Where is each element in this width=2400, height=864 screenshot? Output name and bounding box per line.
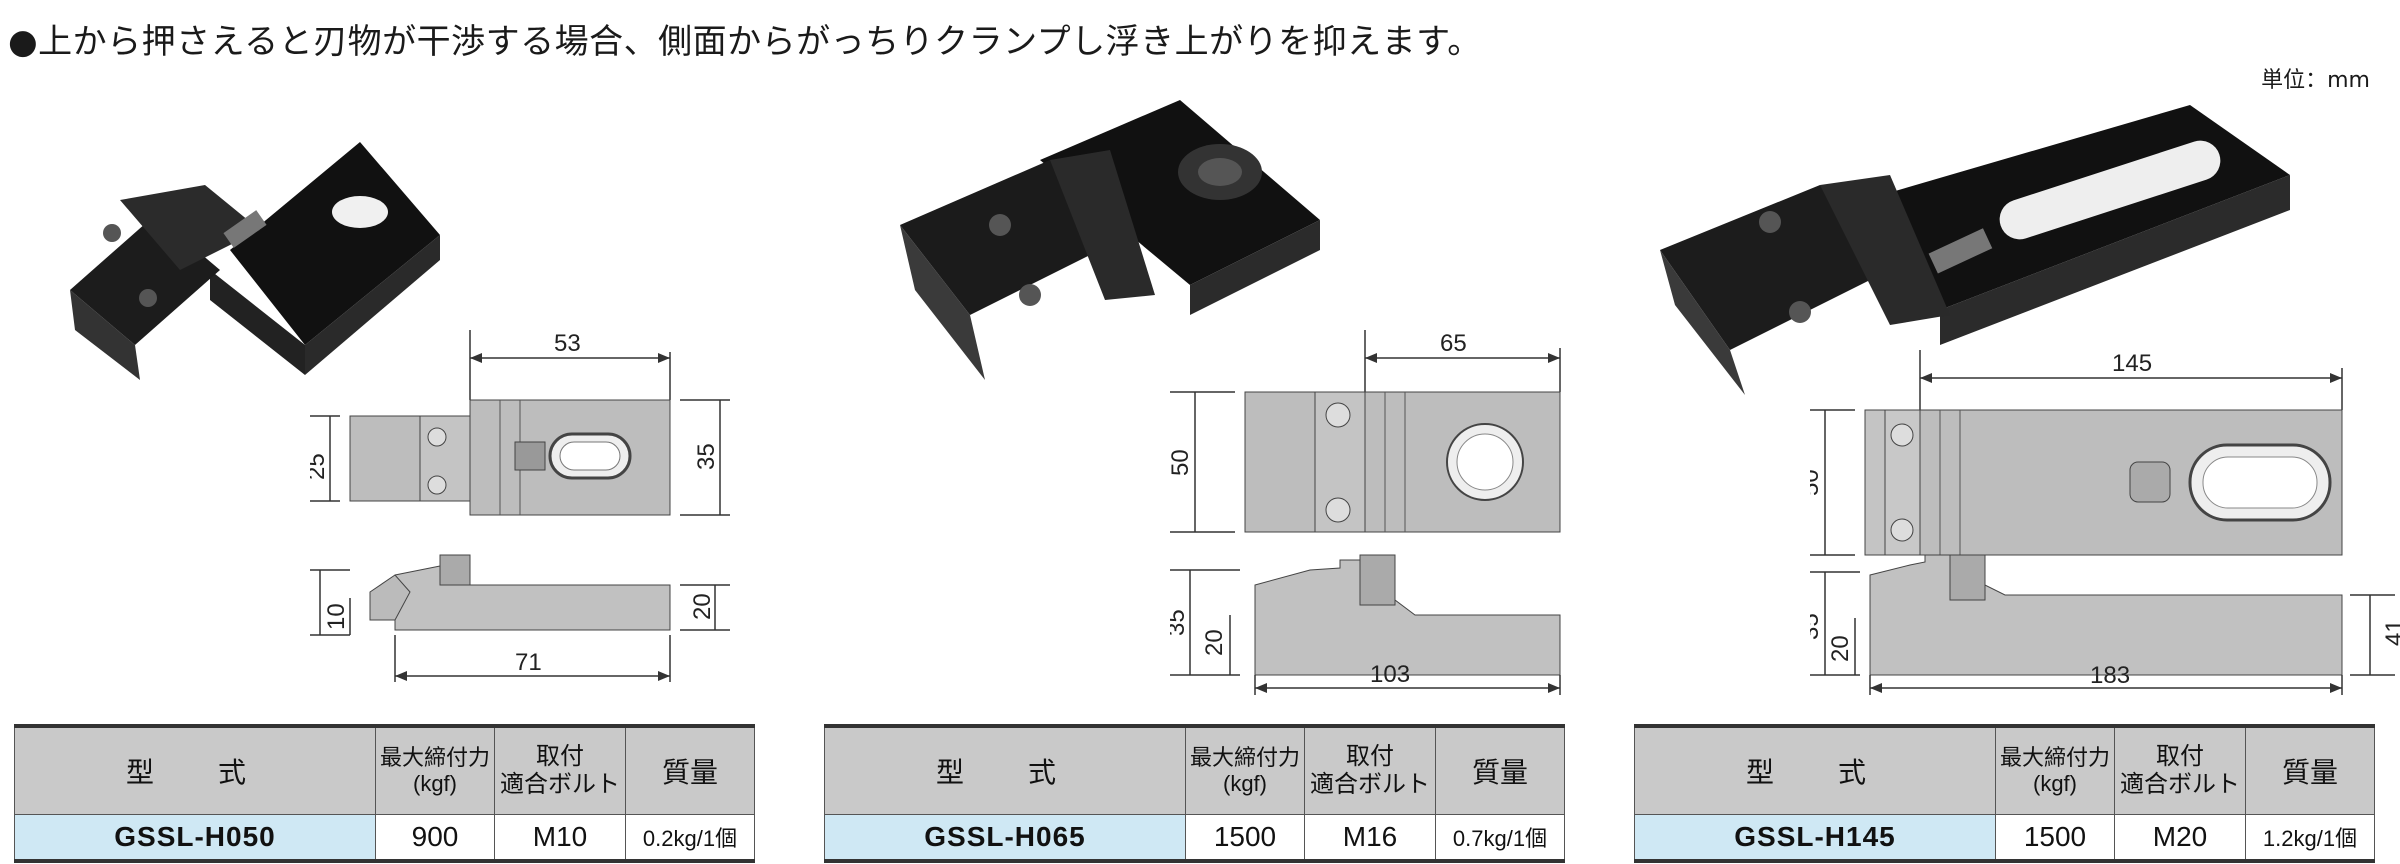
product-photo-h145: [1660, 105, 2290, 395]
table-row: GSSL-H050 900 M10 0.2kg/1個: [14, 814, 755, 862]
bolt-cell: M10: [494, 814, 626, 862]
force-cell: 900: [375, 814, 495, 862]
dim-top-width: 65: [1440, 330, 1467, 357]
unit-label: 単位：mm: [2261, 68, 2370, 93]
mass-cell: 0.2kg/1個: [625, 814, 755, 862]
drawing-h050: 53 25 35 18 10 20: [310, 330, 730, 682]
header-model: 型 式: [1634, 725, 1996, 815]
dim-left-height: 50: [1170, 449, 1194, 476]
product-block-h145: 145 50 35 20 41 183 型 式: [1620, 0, 2400, 864]
header-mass: 質量: [2245, 725, 2375, 815]
dim-left-height: 50: [1810, 469, 1824, 496]
dim-top-width: 53: [554, 330, 581, 357]
force-cell: 1500: [1995, 814, 2115, 862]
drawing-h065: 65 50 35 20 103: [1170, 330, 1561, 695]
product-photo-h065: [900, 100, 1320, 380]
dim-left-height: 25: [310, 453, 330, 480]
model-cell: GSSL-H145: [1634, 814, 1996, 862]
bolt-cell: M20: [2114, 814, 2246, 862]
header-mass: 質量: [625, 725, 755, 815]
dim-side-right: 41: [2381, 619, 2400, 646]
spec-table-h065: 型 式 最大締付力(kgf) 取付適合ボルト 質量 GSSL-H065 1500…: [824, 724, 1565, 863]
header-model: 型 式: [14, 725, 376, 815]
header-force: 最大締付力(kgf): [375, 725, 495, 815]
dim-right-height: 35: [693, 443, 720, 470]
dim-side-h2: 10: [323, 603, 350, 630]
product-photo-h050: [70, 142, 440, 380]
bolt-cell: M16: [1304, 814, 1436, 862]
header-force: 最大締付力(kgf): [1995, 725, 2115, 815]
dim-side-h2: 20: [1201, 629, 1228, 656]
dim-side-right: 20: [689, 593, 716, 620]
dim-length: 103: [1370, 661, 1410, 688]
mass-cell: 1.2kg/1個: [2245, 814, 2375, 862]
dim-length: 71: [515, 649, 542, 676]
spec-table-h050: 型 式 最大締付力(kgf) 取付適合ボルト 質量 GSSL-H050 900 …: [14, 724, 755, 863]
header-mass: 質量: [1435, 725, 1565, 815]
header-bolt: 取付適合ボルト: [494, 725, 626, 815]
model-cell: GSSL-H050: [14, 814, 376, 862]
model-cell: GSSL-H065: [824, 814, 1186, 862]
product-block-h050: 53 25 35 18 10 20: [0, 0, 790, 864]
header-force: 最大締付力(kgf): [1185, 725, 1305, 815]
dim-side-h2: 20: [1827, 635, 1854, 662]
header-model: 型 式: [824, 725, 1186, 815]
spec-table-h145: 型 式 最大締付力(kgf) 取付適合ボルト 質量 GSSL-H145 1500…: [1634, 724, 2375, 863]
dim-side-h1: 35: [1810, 613, 1824, 640]
header-bolt: 取付適合ボルト: [1304, 725, 1436, 815]
table-row: GSSL-H145 1500 M20 1.2kg/1個: [1634, 814, 2375, 862]
product-block-h065: 65 50 35 20 103 型 式 最大締付力(kgf) 取付適合ボル: [810, 0, 1600, 864]
drawing-h145: 145 50 35 20 41 183: [1810, 350, 2400, 695]
dim-length: 183: [2090, 662, 2130, 689]
dim-top-width: 145: [2112, 350, 2152, 377]
force-cell: 1500: [1185, 814, 1305, 862]
headline: ●上から押さえると刃物が干渉する場合、側面からがっちりクランプし浮き上がりを抑え…: [8, 22, 1482, 62]
table-row: GSSL-H065 1500 M16 0.7kg/1個: [824, 814, 1565, 862]
dim-side-h1: 35: [1170, 609, 1190, 636]
mass-cell: 0.7kg/1個: [1435, 814, 1565, 862]
header-bolt: 取付適合ボルト: [2114, 725, 2246, 815]
